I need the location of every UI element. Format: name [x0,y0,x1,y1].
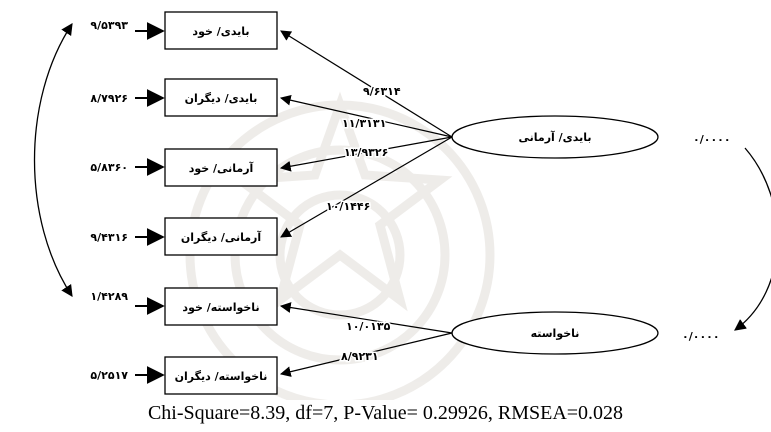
latent-label: بایدی/ آرمانی [519,130,592,144]
error-value-2: ۵/۸۳۶۰ [90,161,128,174]
latent-covariance-curve [734,147,771,331]
loading-value-5: ۸/۹۲۳۱ [341,350,379,363]
observed-box-2: آرمانی/ خود [164,148,278,187]
loading-paths [279,30,453,377]
loading-value-2: ۱۳/۹۳۲۶ [344,146,388,159]
observed-label: بایدی/ دیگران [185,92,258,105]
observed-box-5: ناخواسته/ دیگران [164,356,278,395]
observed-box-3: آرمانی/ دیگران [164,217,278,256]
loading-value-1: ۱۱/۳۱۳۱ [342,117,386,130]
latent-variance-1: ۰/۰۰۰۰ [682,330,720,343]
loading-value-4: ۱۰/۰۱۳۵ [346,320,391,333]
loading-value-3: ۱۰/۱۴۴۶ [326,200,370,213]
error-value-3: ۹/۴۳۱۶ [90,231,128,244]
error-value-5: ۵/۲۵۱۷ [90,369,128,382]
latent-ellipse-1: ناخواسته [451,311,659,355]
path-diagram: بایدی/ خود بایدی/ دیگران آرمانی/ خود آرم… [33,11,771,400]
observed-box-4: ناخواسته/ خود [164,287,278,326]
latent-label: ناخواسته [531,327,580,340]
observed-label: آرمانی/ دیگران [181,230,262,244]
observed-label: آرمانی/ خود [189,161,254,175]
observed-label: ناخواسته/ دیگران [175,370,268,383]
latent-variance-0: ۰/۰۰۰۰ [693,133,731,146]
loading-value-0: ۹/۶۳۱۴ [363,85,401,98]
observed-label: بایدی/ خود [192,25,249,38]
observed-label: ناخواسته/ خود [182,301,259,314]
error-value-0: ۹/۵۳۹۳ [90,19,128,32]
latent-ellipse-0: بایدی/ آرمانی [451,115,659,159]
observed-box-1: بایدی/ دیگران [164,78,278,117]
observed-box-0: بایدی/ خود [164,11,278,50]
error-arrows [135,22,165,384]
fit-statistics: Chi-Square=8.39, df=7, P-Value= 0.29926,… [147,402,624,424]
error-value-4: ۱/۴۲۸۹ [90,290,128,303]
error-covariance-curve [33,23,73,297]
error-value-1: ۸/۷۹۲۶ [90,92,128,105]
